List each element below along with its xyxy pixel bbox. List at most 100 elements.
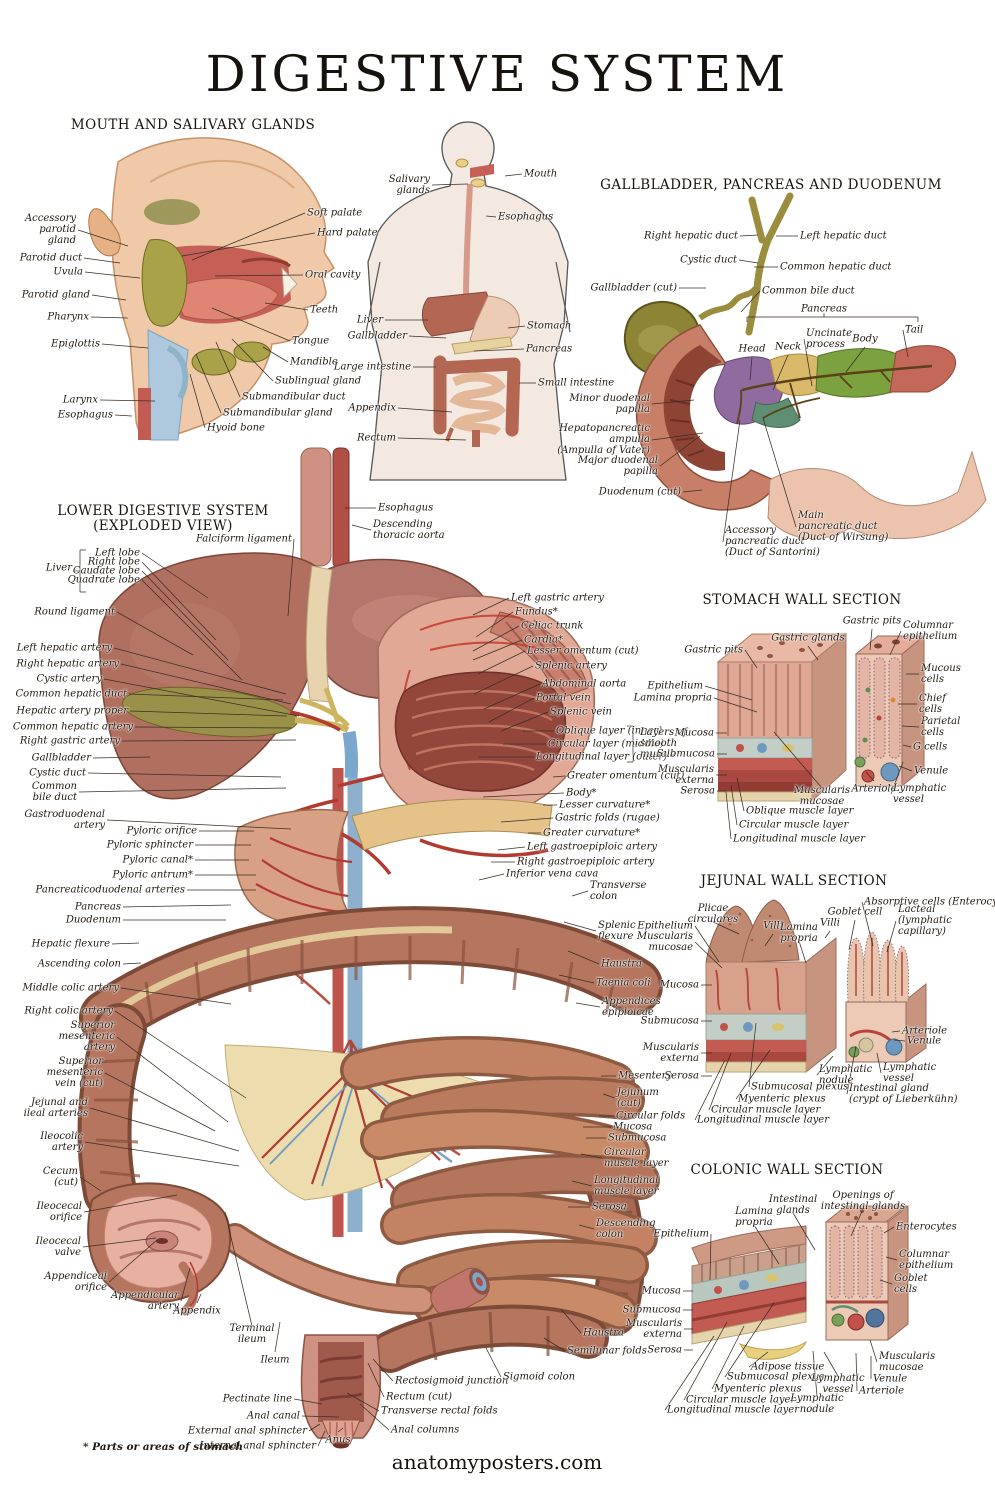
- label-small-intestine: Small intestine: [538, 377, 615, 389]
- label-stomach: Stomach: [527, 320, 572, 332]
- label-common-hepatic-artery: Common hepatic artery: [12, 721, 133, 733]
- label-duodenum: Duodenum: [65, 914, 121, 926]
- stomach-footnote: * Parts or areas of stomach: [83, 1440, 243, 1453]
- label-circular-muscle-layer: Circular muscle layer: [711, 1104, 821, 1116]
- label-hard-palate: Hard palate: [317, 227, 378, 239]
- heading-lower-digestive-system: LOWER DIGESTIVE SYSTEM: [57, 503, 269, 520]
- label-absorptive-cells-enterocytes: Absorptive cells (Enterocytes): [864, 896, 995, 908]
- label-epithelium: Epithelium: [653, 1228, 709, 1240]
- label-submucosa: Submucosa: [608, 1132, 667, 1144]
- label-uvula: Uvula: [53, 266, 83, 278]
- label-serosa: Serosa: [592, 1201, 627, 1213]
- label-neck: Neck: [774, 341, 802, 353]
- label-submucosa: Submucosa: [622, 1304, 681, 1316]
- label-adipose-tissue: Adipose tissue: [751, 1361, 825, 1373]
- label-caudate-lobe: Caudate lobe: [72, 565, 140, 577]
- label-splenic-artery: Splenic artery: [535, 660, 607, 672]
- label-external-anal-sphincter: External anal sphincter: [187, 1425, 307, 1437]
- label-gallbladder: Gallbladder: [347, 330, 407, 342]
- label-longitudinal-muscle-layer: Longitudinal muscle layer: [733, 833, 865, 845]
- label-arteriole: Arteriole: [851, 783, 897, 795]
- label-gastric-pits: Gastric pits: [684, 644, 743, 656]
- label-pyloric-sphincter: Pyloric sphincter: [106, 839, 193, 851]
- label-rectosigmoid-junction: Rectosigmoid junction: [395, 1375, 509, 1387]
- heading-mouth-and-salivary-glands: MOUTH AND SALIVARY GLANDS: [70, 117, 316, 134]
- label-soft-palate: Soft palate: [307, 207, 363, 219]
- label-portal-vein: Portal vein: [536, 692, 591, 704]
- label-body: Body: [852, 333, 878, 345]
- label-goblet-cell: Goblet cell: [827, 906, 883, 918]
- label-teeth: Teeth: [310, 304, 339, 316]
- label-appendix: Appendix: [173, 1305, 221, 1317]
- label-greater-curvature: Greater curvature*: [543, 827, 641, 839]
- label-oblique-muscle-layer: Oblique muscle layer: [746, 805, 854, 817]
- label-body: Body*: [566, 787, 597, 799]
- label-g-cells: G cells: [913, 741, 948, 753]
- label-gastric-folds-rugae: Gastric folds (rugae): [555, 812, 660, 824]
- label-pectinate-line: Pectinate line: [222, 1393, 292, 1405]
- label-cecum-cut: Cecum(cut): [42, 1165, 78, 1188]
- heading-stomach-wall-section: STOMACH WALL SECTION: [702, 592, 902, 609]
- label-abdominal-aorta: Abdominal aorta: [542, 678, 627, 690]
- label-left-hepatic-artery: Left hepatic artery: [16, 642, 112, 654]
- label-parotid-duct: Parotid duct: [19, 252, 82, 264]
- label-anus: Anus: [325, 1434, 351, 1446]
- label-longitudinal-layer-outer: Longitudinal layer (outer): [536, 751, 668, 763]
- label-head: Head: [738, 343, 766, 355]
- label-duodenum-cut: Duodenum (cut): [598, 486, 681, 498]
- label-left-gastric-artery: Left gastric artery: [511, 592, 604, 604]
- heading-exploded-view: (EXPLODED VIEW): [93, 518, 233, 535]
- label-haustra: Haustra: [583, 1327, 625, 1339]
- label-haustra: Haustra: [601, 958, 643, 970]
- label-semilunar-folds: Semilunar folds: [567, 1345, 647, 1357]
- heading-gallbladder-pancreas-duodenum: GALLBLADDER, PANCREAS AND DUODENUM: [600, 177, 942, 194]
- label-serosa: Serosa: [647, 1344, 682, 1356]
- label-pyloric-orifice: Pyloric orifice: [126, 825, 197, 837]
- label-circular-folds: Circular folds: [616, 1110, 686, 1122]
- label-splenic-vein: Splenic vein: [550, 706, 612, 718]
- label-gallbladder: Gallbladder: [31, 752, 91, 764]
- label-esophagus: Esophagus: [378, 502, 434, 514]
- label-tail: Tail: [905, 324, 924, 336]
- label-right-gastroepiploic-artery: Right gastroepiploic artery: [517, 856, 655, 868]
- label-hepatic-artery-proper: Hepatic artery proper: [16, 705, 128, 717]
- label-submucosal-plexus: Submucosal plexus: [751, 1081, 849, 1093]
- label-pancreaticoduodenal-arteries: Pancreaticoduodenal arteries: [35, 884, 185, 896]
- label-rectum-cut: Rectum (cut): [386, 1391, 453, 1403]
- label-falciform-ligament: Falciform ligament: [195, 533, 292, 545]
- label-pharynx: Pharynx: [47, 311, 89, 323]
- label-longitudinal-muscle-layer: Longitudinal muscle layer: [667, 1404, 799, 1416]
- label-sigmoid-colon: Sigmoid colon: [503, 1371, 576, 1383]
- label-pancreas: Pancreas: [526, 343, 573, 355]
- label-greater-omentum-cut: Greater omentum (cut): [567, 770, 685, 782]
- label-lesser-omentum-cut: Lesser omentum (cut): [527, 645, 639, 657]
- label-pyloric-antrum: Pyloric antrum*: [112, 869, 193, 881]
- label-epiglottis: Epiglottis: [51, 338, 100, 350]
- label-esophagus: Esophagus: [57, 409, 113, 421]
- label-right-hepatic-artery: Right hepatic artery: [16, 658, 119, 670]
